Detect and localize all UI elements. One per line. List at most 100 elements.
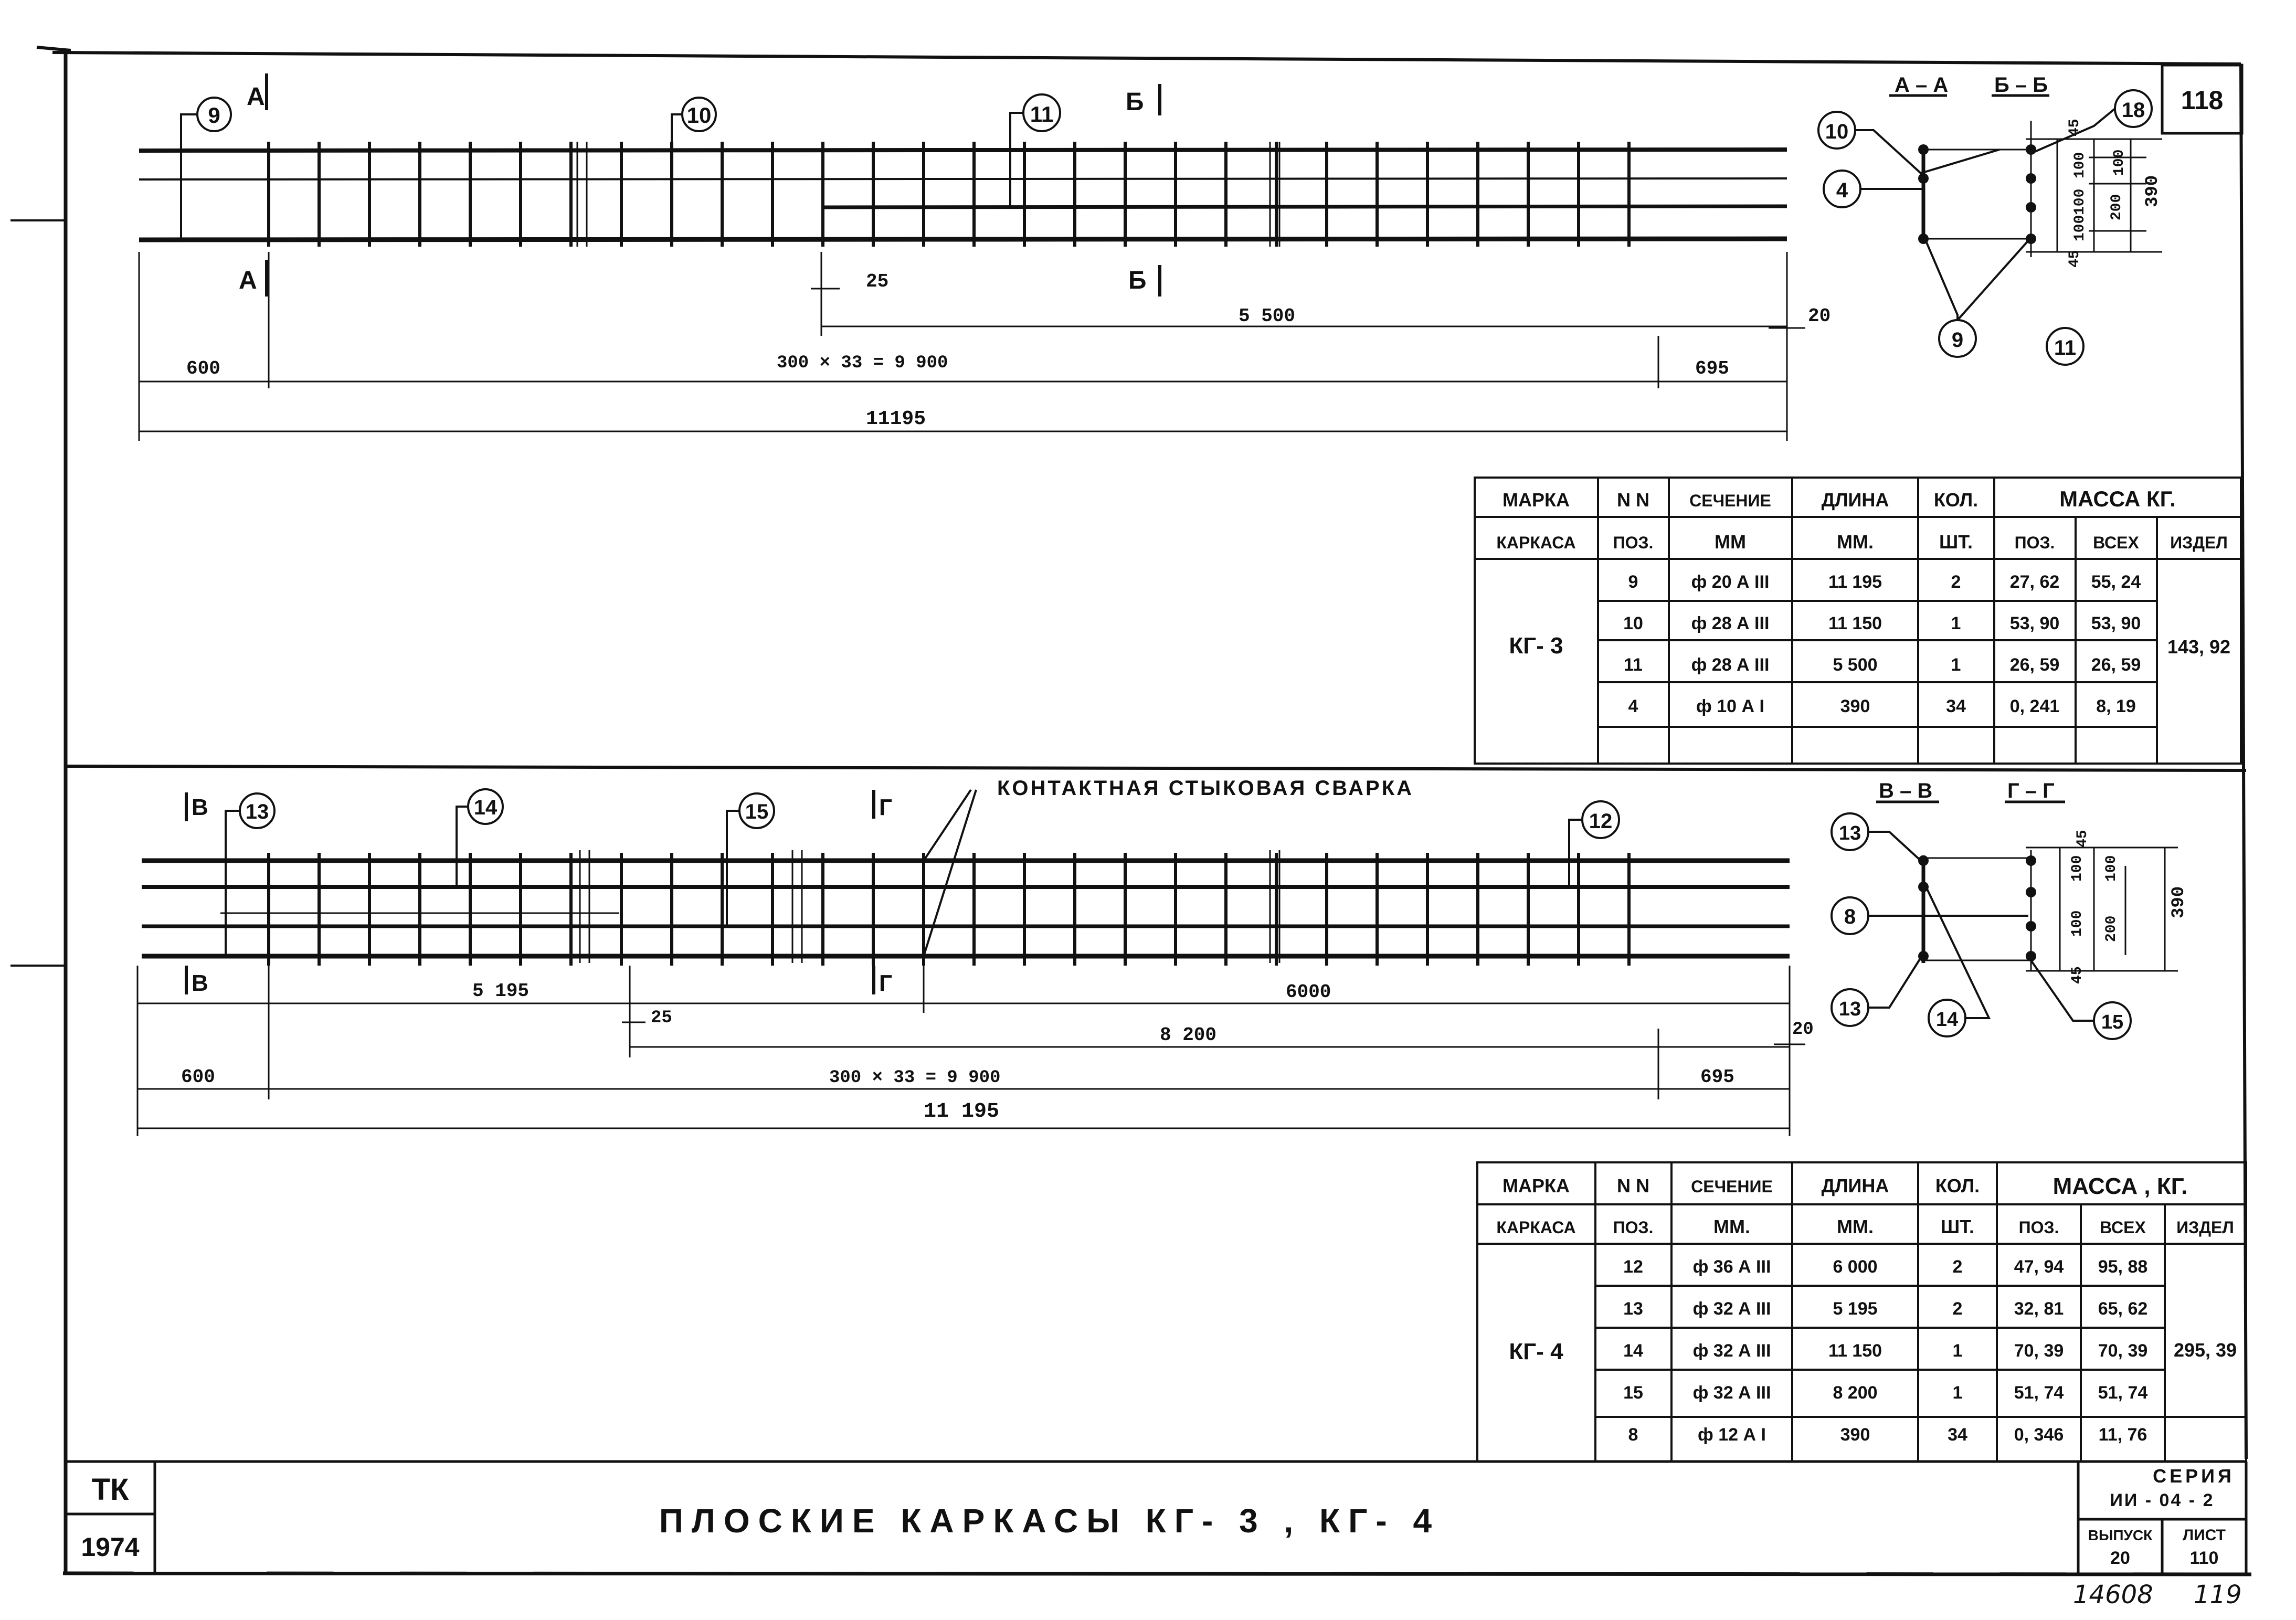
section-bubble-13-bottom: 13 [1839, 998, 1861, 1020]
list-label: ЛИСТ [2183, 1527, 2226, 1544]
t1-cell-m_all: 55, 24 [2091, 572, 2141, 592]
sec-dim-100-c: 100 [2072, 189, 2088, 215]
t2-cell-qty: 34 [1948, 1425, 1967, 1445]
t1-h-marka2: КАРКАСА [1496, 533, 1575, 552]
spec-table-kg3: МАРКА КАРКАСА N N ПОЗ. СЕЧЕНИЕ ММ ДЛИНА … [1474, 477, 2242, 765]
dim-20-top: 20 [1808, 305, 1831, 327]
t2-cell-m_all: 11, 76 [2099, 1425, 2147, 1445]
t1-cell-pos: 11 [1624, 655, 1643, 675]
dim-25-top: 25 [866, 271, 888, 292]
t2-h-dlina1: ДЛИНА [1822, 1175, 1889, 1197]
dim-5195: 5 195 [472, 980, 529, 1002]
dim-8200: 8 200 [1160, 1024, 1216, 1046]
section-aa-bb: А – А Б – Б 10 18 [1817, 73, 2163, 366]
t1-cell-length: 5 500 [1833, 655, 1877, 675]
t2-h-izdel: ИЗДЕЛ [2176, 1218, 2234, 1237]
sec2-dim-200: 200 [2103, 916, 2120, 942]
t2-cell-m_all: 51, 74 [2098, 1383, 2148, 1403]
t2-h-nn2: ПОЗ. [1613, 1218, 1654, 1237]
dim-695-top: 695 [1695, 358, 1729, 379]
t2-cell-qty: 1 [1953, 1341, 1963, 1361]
t1-h-dlina2: ММ. [1837, 531, 1874, 553]
sec2-dim-100-a: 100 [2069, 855, 2086, 882]
t2-cell-pos: 15 [1623, 1383, 1643, 1403]
dim-25-bottom: 25 [651, 1008, 672, 1028]
section-label-vv: В – В [1879, 779, 1932, 802]
section-mark-b-bottom: Б [1128, 267, 1147, 294]
tk-label: ТК [92, 1473, 129, 1507]
sec2-dim-100-b: 100 [2103, 855, 2120, 882]
t1-cell-qty: 2 [1951, 572, 1961, 592]
t1-cell-m_pos: 53, 90 [2010, 613, 2060, 633]
section-bubble-18: 18 [2122, 99, 2145, 122]
t2-cell-m_pos: 0, 346 [2014, 1425, 2064, 1445]
t2-cell-qty: 2 [1953, 1299, 1963, 1319]
t2-h-massa: МАССА , КГ. [2053, 1173, 2188, 1199]
t1-cell-m_pos: 26, 59 [2010, 655, 2060, 675]
sec-dim-45-bottom: 45 [2067, 250, 2083, 268]
t2-h-marka1: МАРКА [1503, 1175, 1570, 1197]
section-label-bb: Б – Б [1994, 73, 2048, 97]
t2-cell-pos: 12 [1623, 1257, 1643, 1277]
t1-cell-section: ф 28 А III [1691, 613, 1770, 633]
t2-cell-section: ф 32 А III [1693, 1341, 1771, 1361]
position-bubble-11: 11 [1030, 102, 1053, 126]
t2-cell-m_pos: 32, 81 [2014, 1299, 2064, 1319]
year: 1974 [81, 1532, 139, 1562]
t1-cell-length: 11 195 [1828, 572, 1882, 592]
sec-dim-390: 390 [2143, 175, 2163, 207]
section-label-gg: Г – Г [2007, 779, 2055, 802]
section-bubble-10: 10 [1825, 120, 1849, 143]
section-bubble-4: 4 [1836, 179, 1848, 202]
t1-h-dlina1: ДЛИНА [1822, 489, 1889, 511]
t2-cell-length: 6 000 [1833, 1257, 1877, 1277]
t1-h-sech1: СЕЧЕНИЕ [1689, 491, 1771, 510]
section-bubble-9: 9 [1952, 329, 1963, 352]
sheet-title: ПЛОСКИЕ КАРКАСЫ КГ- 3 , КГ- 4 [659, 1502, 1440, 1540]
t2-cell-section: ф 36 А III [1693, 1257, 1771, 1277]
t1-cell-qty: 34 [1946, 696, 1966, 716]
t1-h-marka1: МАРКА [1503, 489, 1570, 511]
dim-695-bottom: 695 [1700, 1066, 1734, 1088]
t1-h-nn2: ПОЗ. [1613, 533, 1654, 552]
t1-h-massa: МАССА КГ. [2059, 486, 2176, 511]
t2-cell-m_pos: 51, 74 [2014, 1383, 2064, 1403]
section-vv-gg: В – В Г – Г 13 8 13 14 [1831, 779, 2189, 1040]
t1-cell-m_pos: 0, 241 [2010, 696, 2060, 716]
sec2-dim-100-c: 100 [2069, 910, 2086, 937]
dim-9900-top: 300 × 33 = 9 900 [777, 353, 948, 373]
position-bubble-12: 12 [1589, 810, 1613, 833]
t1-total: 143, 92 [2167, 636, 2230, 658]
section-mark-g-bottom: Г [879, 970, 892, 996]
t1-cell-m_all: 26, 59 [2091, 655, 2141, 675]
vypusk-value: 20 [2110, 1548, 2130, 1568]
t1-h-poz: ПОЗ. [2015, 533, 2055, 552]
t1-h-kol1: КОЛ. [1934, 489, 1978, 511]
section-bubble-14: 14 [1936, 1009, 1958, 1031]
section-mark-v-top: В [192, 795, 208, 820]
t2-cell-section: ф 32 А III [1693, 1383, 1771, 1403]
dim-5500: 5 500 [1239, 305, 1295, 327]
t2-cell-length: 11 150 [1828, 1341, 1882, 1361]
t1-cell-length: 390 [1840, 696, 1870, 716]
sec-dim-100-b: 100 [2111, 150, 2128, 176]
t2-cell-length: 8 200 [1833, 1383, 1877, 1403]
t1-cell-pos: 4 [1628, 696, 1638, 716]
t2-h-kol2: ШТ. [1941, 1216, 1974, 1237]
section-bubble-13-top: 13 [1839, 822, 1861, 844]
seria-value: ИИ - 04 - 2 [2110, 1490, 2214, 1510]
dim-9900-bottom: 300 × 33 = 9 900 [829, 1068, 1000, 1088]
sheet-number-box: 118 [2161, 63, 2244, 135]
t2-cell-length: 5 195 [1833, 1299, 1877, 1319]
sec2-dim-390: 390 [2169, 886, 2189, 918]
position-bubble-15: 15 [745, 800, 769, 823]
t1-cell-qty: 1 [1951, 655, 1961, 675]
t1-h-kol2: ШТ. [1939, 531, 1973, 553]
seria-label: СЕРИЯ [2153, 1465, 2235, 1487]
archive-number: 14608 [2073, 1580, 2153, 1610]
t2-cell-qty: 1 [1953, 1383, 1963, 1403]
dim-20-bottom: 20 [1792, 1020, 1814, 1040]
position-bubble-14: 14 [474, 796, 498, 819]
position-bubble-13: 13 [246, 800, 269, 823]
t1-cell-section: ф 28 А III [1691, 655, 1770, 675]
